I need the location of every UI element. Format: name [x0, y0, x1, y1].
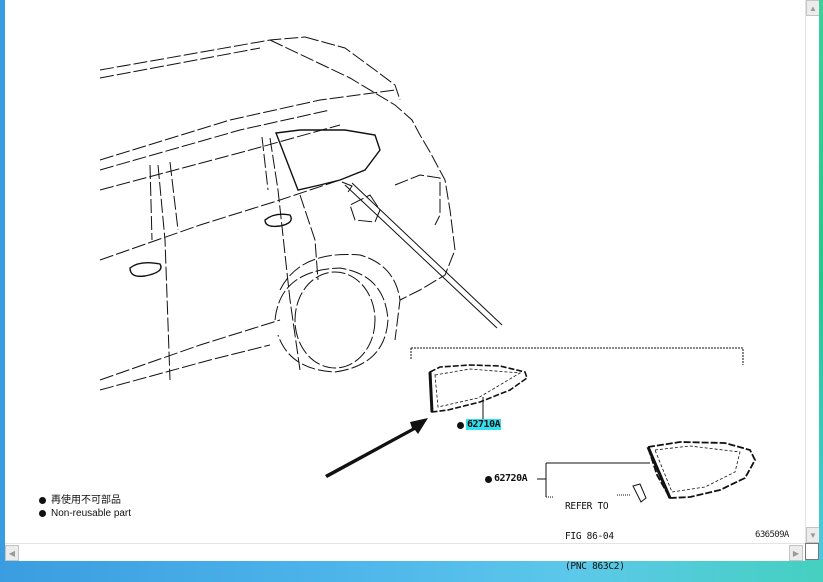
legend-bullet-icon — [39, 510, 46, 517]
horizontal-scrollbar[interactable]: ◀ ▶ — [5, 543, 805, 561]
scroll-up-button[interactable]: ▲ — [806, 0, 820, 16]
scroll-down-button[interactable]: ▼ — [806, 527, 820, 543]
window-edge — [819, 0, 823, 560]
arrow-down-icon: ▼ — [809, 530, 817, 540]
legend-japanese: 再使用不可部品 — [51, 495, 121, 506]
vertical-scrollbar[interactable]: ▲ ▼ — [805, 0, 820, 543]
legend-bullet-icon — [39, 497, 46, 504]
reference-line-3: (PNC 863C2) — [565, 561, 625, 572]
parts-diagram-viewer — [5, 0, 806, 543]
arrow-right-icon: ▶ — [792, 548, 800, 558]
arrow-up-icon: ▲ — [809, 3, 817, 13]
scroll-right-button[interactable]: ▶ — [789, 545, 803, 561]
non-reusable-bullet-icon — [485, 476, 492, 483]
non-reusable-bullet-icon — [457, 422, 464, 429]
reference-line-1: REFER TO — [565, 501, 609, 512]
part-number-62710a[interactable]: 62710A — [466, 419, 502, 430]
scrollbar-corner — [805, 543, 819, 560]
reference-line-2[interactable]: FIG 86-04 — [565, 531, 614, 542]
scroll-left-button[interactable]: ◀ — [5, 545, 19, 561]
figure-id: 636509A — [755, 530, 789, 540]
arrow-left-icon: ◀ — [8, 548, 16, 558]
legend-english: Non-reusable part — [51, 508, 132, 519]
reference-note: REFER TO FIG 86-04 (PNC 863C2) — [565, 482, 625, 582]
car-quarter-window-diagram — [99, 36, 757, 503]
part-number-62720a[interactable]: 62720A — [494, 473, 528, 484]
